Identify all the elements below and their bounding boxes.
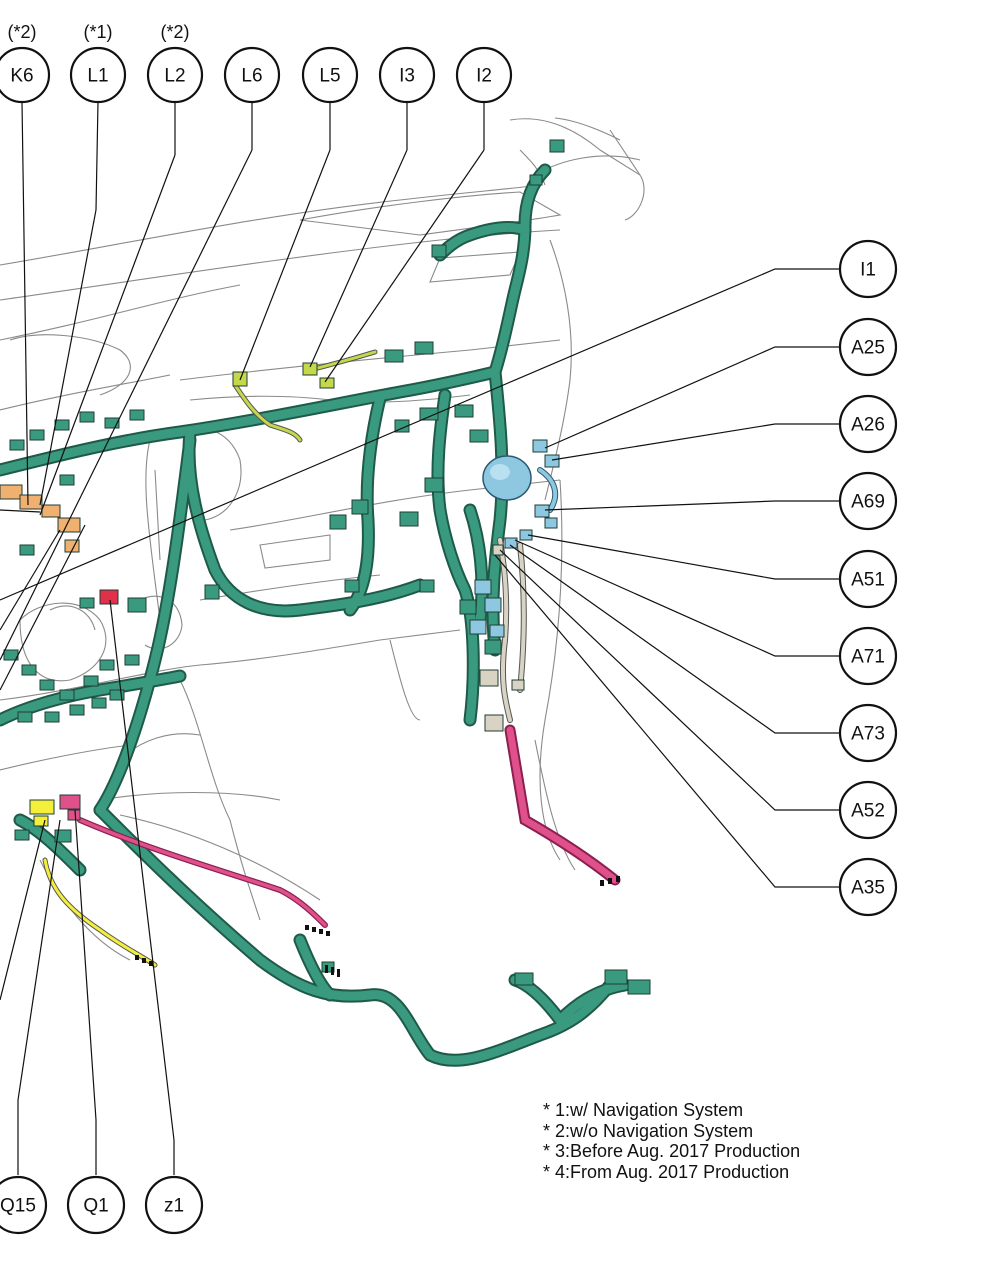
- callout-label: I1: [860, 260, 876, 281]
- callout-a73: A73: [838, 703, 898, 763]
- callout-label: L5: [319, 66, 340, 87]
- harness-ends: [135, 876, 620, 977]
- callout-label: L1: [87, 66, 108, 87]
- callout-note: (*2): [7, 22, 36, 42]
- callout-label: A73: [851, 724, 885, 745]
- callout-label: Q1: [83, 1196, 108, 1217]
- callout-i3: I3: [378, 46, 436, 104]
- callout-label: A69: [851, 492, 885, 513]
- callout-a26: A26: [838, 394, 898, 454]
- callout-a71: A71: [838, 626, 898, 686]
- callout-a52: A52: [838, 780, 898, 840]
- callout-a35: A35: [838, 857, 898, 917]
- callout-label: A71: [851, 647, 885, 668]
- callout-label: L6: [241, 66, 262, 87]
- callout-l2: (*2) L2: [146, 22, 204, 104]
- leader-lines: [0, 101, 840, 1175]
- callout-q1: Q1: [66, 1175, 126, 1235]
- callout-l5: L5: [301, 46, 359, 104]
- callouts-top: (*2) K6 (*1) L1 (*2) L2 L6 L5 I3 I2: [0, 22, 513, 104]
- callout-label: L2: [164, 66, 185, 87]
- round-component: [482, 455, 532, 501]
- callout-a25: A25: [838, 317, 898, 377]
- callout-label: K6: [10, 66, 33, 87]
- callout-label: I3: [399, 66, 415, 87]
- connectors: [0, 139, 651, 995]
- callout-label: A51: [851, 570, 885, 591]
- pink-harness: [77, 724, 621, 928]
- footnote-2: * 2:w/o Navigation System: [543, 1120, 754, 1141]
- callouts-right: I1 A25 A26 A69 A51 A71 A73 A52: [838, 239, 898, 917]
- footnote-3: * 3:Before Aug. 2017 Production: [543, 1141, 801, 1161]
- callout-label: A35: [851, 878, 885, 899]
- callout-label: A52: [851, 801, 885, 822]
- footnote-1: * 1:w/ Navigation System: [543, 1100, 744, 1120]
- callout-label: z1: [164, 1196, 184, 1217]
- callout-a69: A69: [838, 471, 898, 531]
- footnotes: * 1:w/ Navigation System * 2:w/o Navigat…: [543, 1100, 800, 1182]
- callout-l6: L6: [223, 46, 281, 104]
- callout-z1: z1: [144, 1175, 204, 1235]
- callout-label: Q15: [0, 1196, 36, 1217]
- callout-note: (*1): [83, 22, 112, 42]
- callout-label: A26: [851, 415, 885, 436]
- callout-note: (*2): [160, 22, 189, 42]
- callout-label: A25: [851, 338, 885, 359]
- callout-i2: I2: [455, 46, 513, 104]
- callout-l1: (*1) L1: [69, 22, 127, 104]
- footnote-4: * 4:From Aug. 2017 Production: [543, 1161, 790, 1182]
- callout-a51: A51: [838, 549, 898, 609]
- callout-label: I2: [476, 66, 492, 87]
- callout-q15: Q15: [0, 1175, 48, 1235]
- callouts-bottom: Q15 Q1 z1: [0, 1175, 204, 1235]
- callout-k6: (*2) K6: [0, 22, 51, 104]
- callout-i1: I1: [838, 239, 898, 299]
